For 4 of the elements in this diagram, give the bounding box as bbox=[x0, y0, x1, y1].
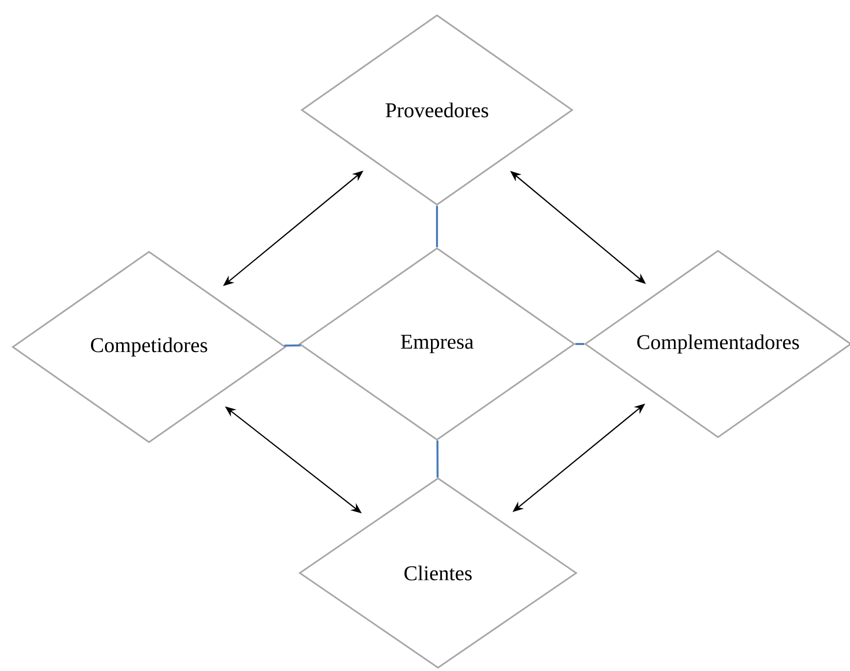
connector-line bbox=[575, 343, 584, 345]
connector-line bbox=[436, 440, 439, 478]
connector-line bbox=[436, 206, 438, 248]
connector-line bbox=[284, 344, 301, 347]
